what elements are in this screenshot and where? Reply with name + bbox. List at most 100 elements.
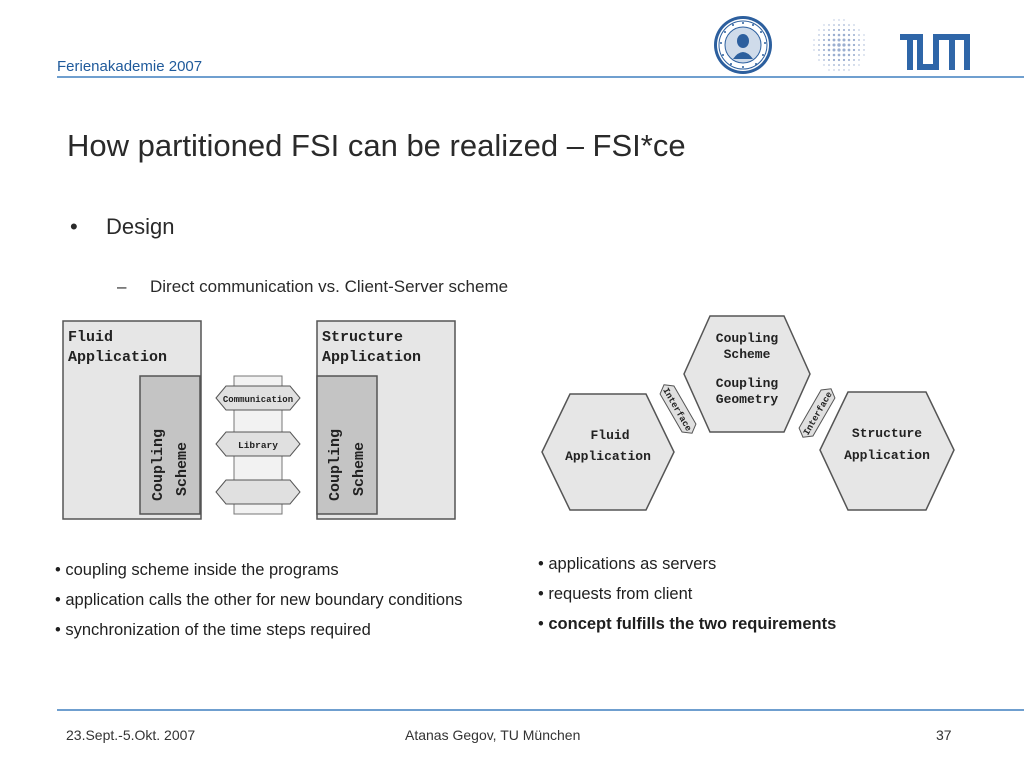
logo-dot bbox=[837, 33, 841, 37]
logo-dot bbox=[832, 38, 836, 42]
right-interface-connector bbox=[798, 388, 836, 438]
logo-dot bbox=[843, 69, 845, 71]
center-hex-line2: Scheme bbox=[724, 347, 771, 362]
logo-dot bbox=[843, 24, 845, 26]
logo-dot bbox=[828, 24, 830, 26]
logo-dot bbox=[827, 38, 831, 42]
logo-dot bbox=[818, 49, 820, 51]
logo-dot bbox=[858, 34, 860, 36]
logo-dot bbox=[837, 48, 841, 52]
right-point-1: • applications as servers bbox=[538, 555, 717, 573]
logo-dot bbox=[813, 39, 815, 41]
structure-coupling-line1: Coupling bbox=[327, 429, 344, 501]
left-hex-line1: Fluid bbox=[590, 428, 629, 443]
logo-dot bbox=[832, 33, 836, 37]
logo-dot bbox=[858, 39, 860, 41]
logo-dot bbox=[827, 53, 831, 57]
fluid-box-line1: Fluid bbox=[68, 329, 113, 346]
right-point-3: • concept fulfills the two requirements bbox=[538, 613, 958, 635]
logo-dot bbox=[852, 48, 856, 52]
logo-dot bbox=[827, 48, 831, 52]
library-label: Library bbox=[238, 440, 278, 451]
right-point-3-text: concept fulfills the two requirements bbox=[548, 615, 837, 633]
sub-bullet-text: Direct communication vs. Client-Server s… bbox=[150, 277, 509, 296]
logo-dot bbox=[832, 43, 836, 47]
logo-dot bbox=[832, 48, 836, 52]
library-connector bbox=[215, 431, 301, 457]
logo-dot bbox=[828, 59, 830, 61]
logo-dot bbox=[853, 64, 855, 66]
logo-dot bbox=[847, 53, 851, 57]
center-hex-line4: Geometry bbox=[716, 392, 779, 407]
header-rule bbox=[57, 76, 1024, 78]
logo-dot bbox=[823, 64, 825, 66]
logo-dot bbox=[828, 29, 830, 31]
logo-dot bbox=[843, 19, 845, 21]
logo-dot bbox=[827, 33, 831, 37]
logo-dot bbox=[833, 19, 835, 21]
logo-dot bbox=[842, 58, 846, 62]
right-point-2: • requests from client bbox=[538, 585, 693, 603]
center-hex-line3: Coupling bbox=[716, 376, 779, 391]
logo-dot bbox=[833, 64, 835, 66]
logo-dot bbox=[847, 48, 851, 52]
logo-dot bbox=[858, 59, 860, 61]
structure-coupling-scheme bbox=[316, 375, 378, 515]
logo-dot bbox=[848, 69, 850, 71]
logo-dot bbox=[818, 44, 820, 46]
tum-logo bbox=[900, 34, 970, 70]
logo-dot bbox=[823, 34, 825, 36]
logo-dot bbox=[837, 38, 841, 42]
logo-dot bbox=[823, 29, 825, 31]
left-interface-connector bbox=[659, 384, 697, 434]
logo-dot bbox=[853, 34, 855, 36]
logo-dot bbox=[838, 69, 840, 71]
university-seal-logo bbox=[714, 16, 772, 74]
logo-dot bbox=[837, 58, 841, 62]
logo-dot bbox=[842, 48, 846, 52]
empty-connector bbox=[215, 479, 301, 505]
logo-dot bbox=[837, 53, 841, 57]
logo-dot bbox=[838, 64, 840, 66]
logo-dot bbox=[828, 64, 830, 66]
logo-dot bbox=[833, 24, 835, 26]
logo-dot bbox=[863, 54, 865, 56]
left-point-3: • synchronization of the time steps requ… bbox=[55, 621, 371, 639]
logo-dot bbox=[842, 28, 846, 32]
left-hex-line2: Application bbox=[565, 449, 651, 464]
logo-dot bbox=[818, 39, 820, 41]
center-hex-line1: Coupling bbox=[716, 331, 779, 346]
left-point-2: • application calls the other for new bo… bbox=[55, 591, 463, 609]
logo-dot bbox=[852, 53, 856, 57]
fluid-coupling-scheme bbox=[139, 375, 201, 515]
coupling-server-hexagon bbox=[683, 315, 811, 433]
logo-dot bbox=[847, 38, 851, 42]
fluid-coupling-line1: Coupling bbox=[150, 429, 167, 501]
communication-label: Communication bbox=[223, 395, 293, 405]
logo-dot bbox=[858, 44, 860, 46]
fluid-box-line2: Application bbox=[68, 349, 167, 366]
logo-dot bbox=[818, 29, 820, 31]
footer-author: Atanas Gegov, TU München bbox=[405, 727, 581, 743]
logo-dot bbox=[843, 64, 845, 66]
structure-box-line1: Structure bbox=[322, 329, 403, 346]
logo-dot bbox=[823, 24, 825, 26]
logo-dot bbox=[853, 24, 855, 26]
communication-connector bbox=[215, 385, 301, 411]
logo-dot bbox=[818, 34, 820, 36]
logo-dot bbox=[827, 43, 831, 47]
logo-dot bbox=[852, 43, 856, 47]
logo-dot bbox=[847, 43, 851, 47]
bullet-design: •Design bbox=[70, 214, 174, 240]
logo-dot bbox=[842, 43, 846, 47]
logo-dot bbox=[842, 38, 846, 42]
client-server-points: • applications as servers • requests fro… bbox=[538, 553, 958, 643]
logo-dot bbox=[837, 28, 841, 32]
direct-communication-diagram: Fluid Application Coupling Scheme Commun… bbox=[62, 320, 456, 520]
bullet-mark: • bbox=[70, 214, 78, 239]
logo-dot bbox=[822, 38, 826, 42]
footer-date: 23.Sept.-5.Okt. 2007 bbox=[66, 727, 196, 743]
logo-dot bbox=[818, 54, 820, 56]
logo-dot bbox=[837, 43, 841, 47]
structure-application-hexagon bbox=[819, 391, 955, 511]
